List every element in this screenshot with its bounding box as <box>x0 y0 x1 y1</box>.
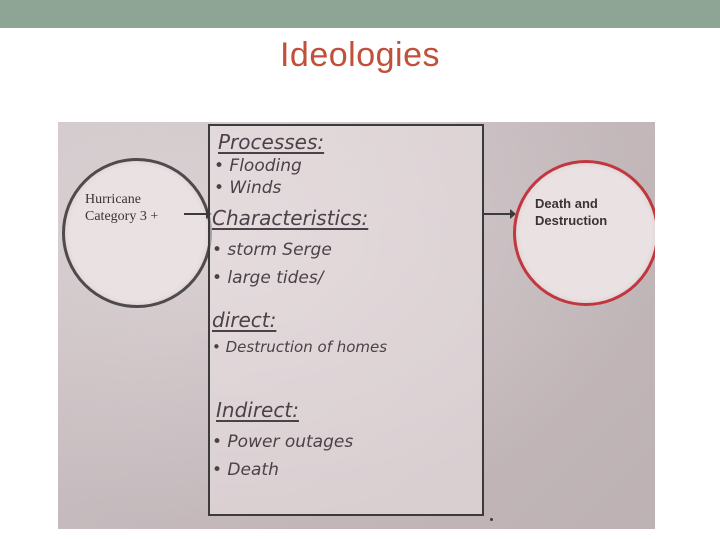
arrow-to-effect <box>482 209 516 219</box>
cause-line-1: Hurricane <box>85 192 141 207</box>
slide-title: Ideologies <box>279 36 440 74</box>
direct-item: • Destruction of homes <box>212 338 388 356</box>
characteristics-heading: Characteristics: <box>212 206 369 230</box>
processes-heading: Processes: <box>218 130 325 154</box>
ink-dot <box>490 518 493 521</box>
characteristics-item: • large tides/ <box>212 268 324 288</box>
processes-item: • Flooding <box>214 156 302 176</box>
effect-line-2: Destruction <box>535 213 608 228</box>
diagram-photo: Hurricane Category 3 + Processes: • Floo… <box>58 122 655 529</box>
effect-label: Death and Destruction <box>535 195 607 229</box>
characteristics-item: • storm Serge <box>212 240 332 260</box>
indirect-item: • Death <box>212 460 279 480</box>
indirect-heading: Indirect: <box>216 398 299 422</box>
indirect-item: • Power outages <box>212 432 354 452</box>
effect-line-1: Death and <box>535 196 598 211</box>
notes-box: Processes: • Flooding • Winds Characteri… <box>208 124 484 516</box>
cause-line-2: Category 3 + <box>85 209 159 224</box>
direct-heading: direct: <box>212 308 277 332</box>
processes-item: • Winds <box>214 178 282 198</box>
cause-circle: Hurricane Category 3 + <box>62 158 212 308</box>
cause-label: Hurricane Category 3 + <box>85 191 158 225</box>
top-accent-band <box>0 0 720 28</box>
effect-circle: Death and Destruction <box>513 160 655 306</box>
